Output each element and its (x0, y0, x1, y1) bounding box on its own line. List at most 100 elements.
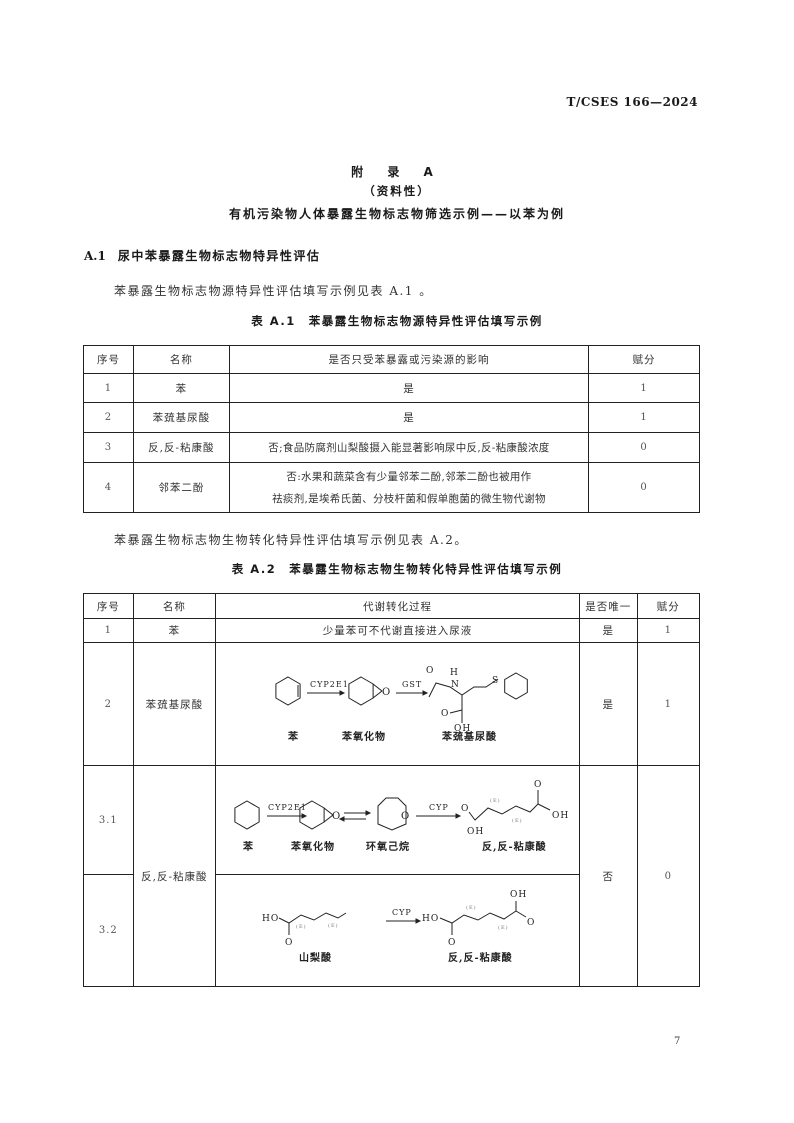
atom-label: N (451, 680, 460, 690)
group-label: OH (552, 811, 569, 821)
row-score: 0 (588, 462, 700, 513)
header-cell: 赋分 (636, 593, 700, 619)
appendix-nature: （资料性） (363, 184, 431, 198)
row-score: 0 (636, 765, 700, 987)
row-process: 少量苯可不代谢直接进入尿液 (214, 618, 580, 643)
page-number: 7 (674, 1036, 681, 1047)
stereo-label: (E) (498, 924, 509, 931)
reaction-scheme-benzene-to-ttma: CYP2E1 O O CYP O OH O OH (E) (234, 780, 569, 853)
compound-label: 反,反-粘康酸 (482, 840, 547, 853)
arrowhead (455, 813, 462, 819)
stereo-label: (E) (466, 904, 477, 911)
appendix-label: 附 录 A (351, 165, 443, 179)
atom-label: O (534, 780, 542, 790)
header-cell: 代谢转化过程 (214, 593, 580, 619)
header-cell: 序号 (83, 345, 134, 374)
table-a2-caption: 表 A.2 苯暴露生物标志物生物转化特异性评估填写示例 (231, 562, 563, 576)
table-a2: 序号 名称 代谢转化过程 是否唯一 赋分 1 苯 少量苯可不代谢直接进入尿液 是… (83, 593, 700, 987)
row-number: 1 (83, 618, 134, 643)
table-header-row: 序号 名称 代谢转化过程 是否唯一 赋分 (83, 593, 700, 619)
header-cell: 名称 (132, 345, 230, 374)
table-row: 2 苯巯基尿酸 CYP2E1 O GST O H N (83, 642, 700, 766)
table-a1-caption: 表 A.1 苯暴露生物标志物源特异性评估填写示例 (251, 314, 543, 328)
enzyme-label: CYP2E1 (268, 803, 307, 812)
group-label: HO (422, 914, 439, 924)
header-cell: 名称 (132, 593, 216, 619)
phenyl-structure (504, 672, 528, 700)
standard-code: T/CSES 166—2024 (566, 95, 698, 109)
bond (372, 683, 383, 692)
row-desc-line: 祛痰剂,是埃希氏菌、分枝杆菌和假单胞菌的微生物代谢物 (272, 492, 546, 505)
section-title: 尿中苯暴露生物标志物特异性评估 (117, 249, 321, 263)
row-score: 1 (588, 402, 700, 433)
row-desc: 是 (228, 373, 590, 403)
muconic-acid-backbone (439, 910, 517, 924)
table-row: 3.1 反,反-粘康酸 CYP2E1 O O CYP (83, 765, 700, 987)
stereo-label: (E) (490, 797, 501, 804)
row-name: 反,反-粘康酸 (132, 432, 230, 463)
row-name: 邻苯二酚 (132, 462, 230, 513)
row-score: 1 (588, 373, 700, 403)
table-row: 2 苯巯基尿酸 是 1 (83, 402, 700, 433)
benzene-oxide-structure (348, 676, 374, 706)
arrowhead (301, 813, 308, 819)
arrowhead (339, 690, 346, 696)
row-number: 3 (83, 432, 134, 463)
enzyme-label: GST (402, 680, 422, 689)
arrowhead (422, 690, 429, 696)
enzyme-label: CYP (392, 908, 412, 917)
section-number: A.1 (84, 249, 106, 263)
stereo-label: (E) (512, 817, 523, 824)
compound-label: 苯氧化物 (290, 840, 335, 853)
benzene-structure (234, 800, 260, 830)
row-score: 0 (588, 432, 700, 463)
spma-backbone (428, 678, 499, 698)
arrowhead (338, 816, 345, 822)
header-cell: 序号 (83, 593, 134, 619)
row-process: HO O (E) (E) CYP HO O OH O (E) (E) (214, 874, 580, 987)
sorbic-acid-backbone (278, 912, 347, 924)
section-heading-a1: A.1 尿中苯暴露生物标志物特异性评估 (84, 247, 320, 264)
muconic-acid-backbone (468, 803, 539, 821)
atom-label: O (448, 938, 456, 948)
header-cell: 赋分 (588, 345, 700, 374)
compound-label: 苯氧化物 (341, 730, 386, 743)
paragraph-a2: 苯暴露生物标志物生物转化特异性评估填写示例见表 A.2。 (114, 533, 468, 547)
row-desc-line: 否:水果和蔬菜含有少量邻苯二酚,邻苯二酚也被用作 (286, 470, 532, 483)
compound-label: 环氧己烷 (366, 840, 410, 853)
row-desc: 否:水果和蔬菜含有少量邻苯二酚,邻苯二酚也被用作 祛痰剂,是埃希氏菌、分枝杆菌和… (228, 462, 590, 513)
atom-label: O (527, 918, 535, 928)
bond (537, 803, 551, 811)
compound-label: 苯 (287, 730, 299, 743)
atom-label: O (285, 938, 293, 948)
row-score: 1 (636, 618, 700, 643)
bond (372, 690, 383, 699)
bond (449, 709, 463, 714)
header-cell: 是否唯一 (578, 593, 638, 619)
compound-label: 苯巯基尿酸 (441, 730, 497, 743)
oxepin-structure (377, 797, 407, 831)
intro-paragraph: 苯暴露生物标志物源特异性评估填写示例见表 A.1 。 (114, 284, 433, 298)
row-name: 苯巯基尿酸 (132, 642, 216, 766)
reaction-scheme-sorbic-acid-to-ttma: HO O (E) (E) CYP HO O OH O (E) (E) (262, 890, 535, 964)
row-score: 1 (636, 642, 700, 766)
table-row: 1 苯 是 1 (83, 373, 700, 403)
atom-label: O (441, 709, 449, 719)
table-row: 4 邻苯二酚 否:水果和蔬菜含有少量邻苯二酚,邻苯二酚也被用作 祛痰剂,是埃希氏… (83, 462, 700, 513)
row-name: 苯 (132, 373, 230, 403)
row-unique: 是 (578, 642, 638, 766)
table-a1: 序号 名称 是否只受苯暴露或污染源的影响 赋分 1 苯 是 1 2 苯巯基尿酸 … (83, 345, 700, 513)
row-number: 3.2 (83, 874, 134, 987)
enzyme-label: CYP (429, 803, 449, 812)
row-name: 苯巯基尿酸 (132, 402, 230, 433)
header-cell: 是否只受苯暴露或污染源的影响 (228, 345, 590, 374)
stereo-label: (E) (296, 923, 307, 930)
enzyme-label: CYP2E1 (310, 680, 349, 689)
row-desc: 否;食品防腐剂山梨酸摄入能显著影响尿中反,反-粘康酸浓度 (228, 432, 590, 463)
atom-label: O (461, 804, 469, 814)
atom-label: O (332, 811, 341, 822)
row-process: CYP2E1 O GST O H N O OH S 苯 (214, 642, 580, 766)
group-label: OH (510, 890, 527, 900)
bond (515, 910, 527, 918)
appendix-title: 有机污染物人体暴露生物标志物筛选示例——以苯为例 (228, 207, 565, 221)
